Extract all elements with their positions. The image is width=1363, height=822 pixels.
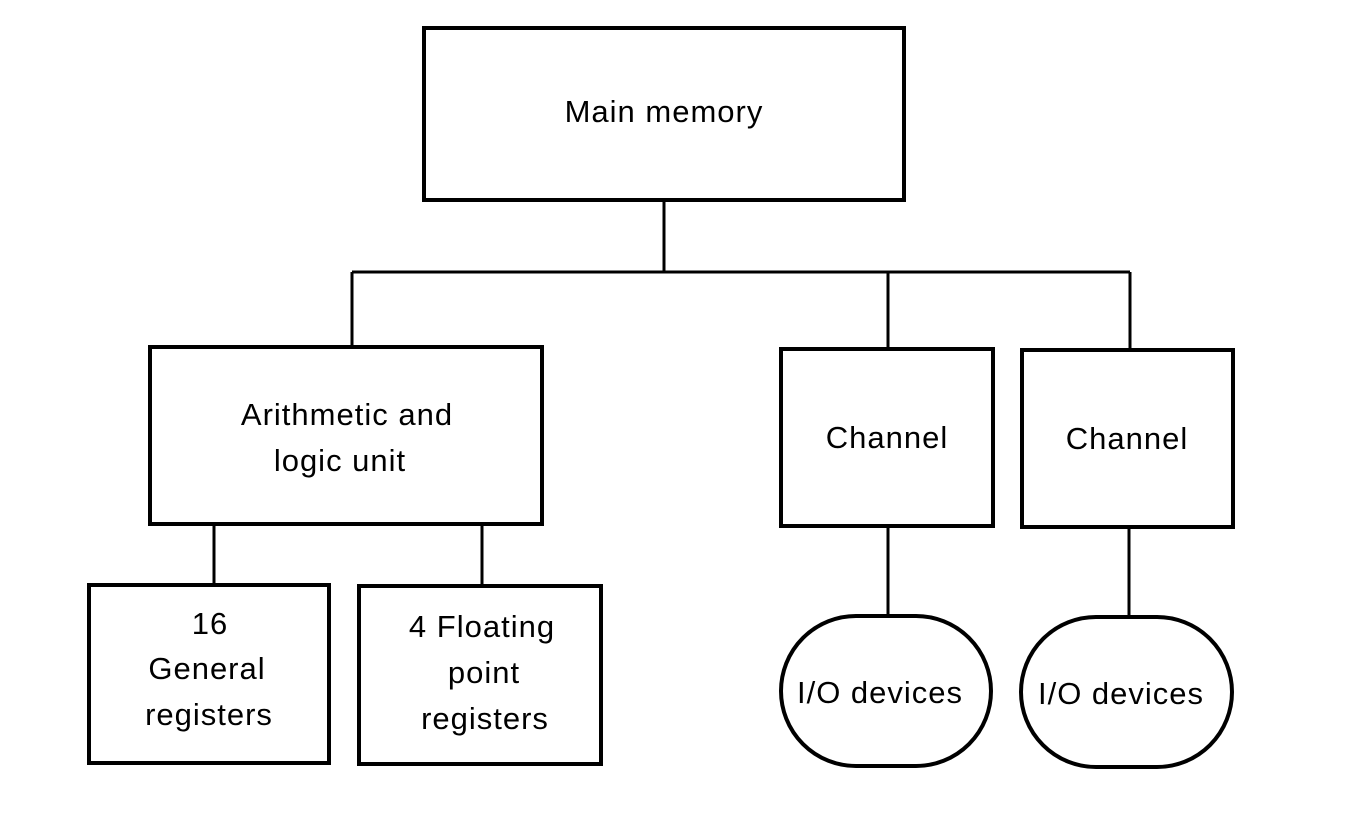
channel-2-node: Channel — [1020, 348, 1235, 529]
channel-1-box — [779, 347, 995, 528]
io-devices-2-label: I/O devices — [1038, 676, 1204, 711]
alu-label-line-1: Arithmetic and — [241, 397, 453, 432]
io-devices-1-label: I/O devices — [797, 675, 963, 710]
floating-point-registers-label-line-1: 4 Floating — [409, 609, 555, 644]
io-devices-2-node: I/O devices — [1019, 615, 1234, 769]
general-registers-label-line-3: registers — [145, 697, 273, 732]
channel-2-label: Channel — [1066, 421, 1188, 456]
floating-point-registers-box — [357, 584, 603, 766]
io-devices-1-oval — [779, 614, 993, 768]
general-registers-label-line-1: 16 — [192, 606, 228, 641]
channel-1-label: Channel — [826, 420, 948, 455]
general-registers-box — [87, 583, 331, 765]
main-memory-node: Main memory — [422, 26, 906, 202]
floating-point-registers-node: 4 Floating point registers — [357, 584, 603, 766]
floating-point-registers-label-line-3: registers — [421, 701, 549, 736]
alu-label-line-2: logic unit — [274, 443, 406, 478]
channel-1-node: Channel — [779, 347, 995, 528]
floating-point-registers-label-line-2: point — [448, 655, 520, 690]
io-devices-1-node: I/O devices — [779, 614, 993, 768]
channel-2-box — [1020, 348, 1235, 529]
general-registers-node: 16 General registers — [87, 583, 331, 765]
main-memory-label: Main memory — [565, 94, 764, 129]
main-memory-box — [422, 26, 906, 202]
alu-box — [148, 345, 544, 526]
general-registers-label-line-2: General — [148, 651, 265, 686]
connectors — [212, 200, 1132, 617]
alu-node: Arithmetic and logic unit — [148, 345, 544, 526]
io-devices-2-oval — [1019, 615, 1234, 769]
